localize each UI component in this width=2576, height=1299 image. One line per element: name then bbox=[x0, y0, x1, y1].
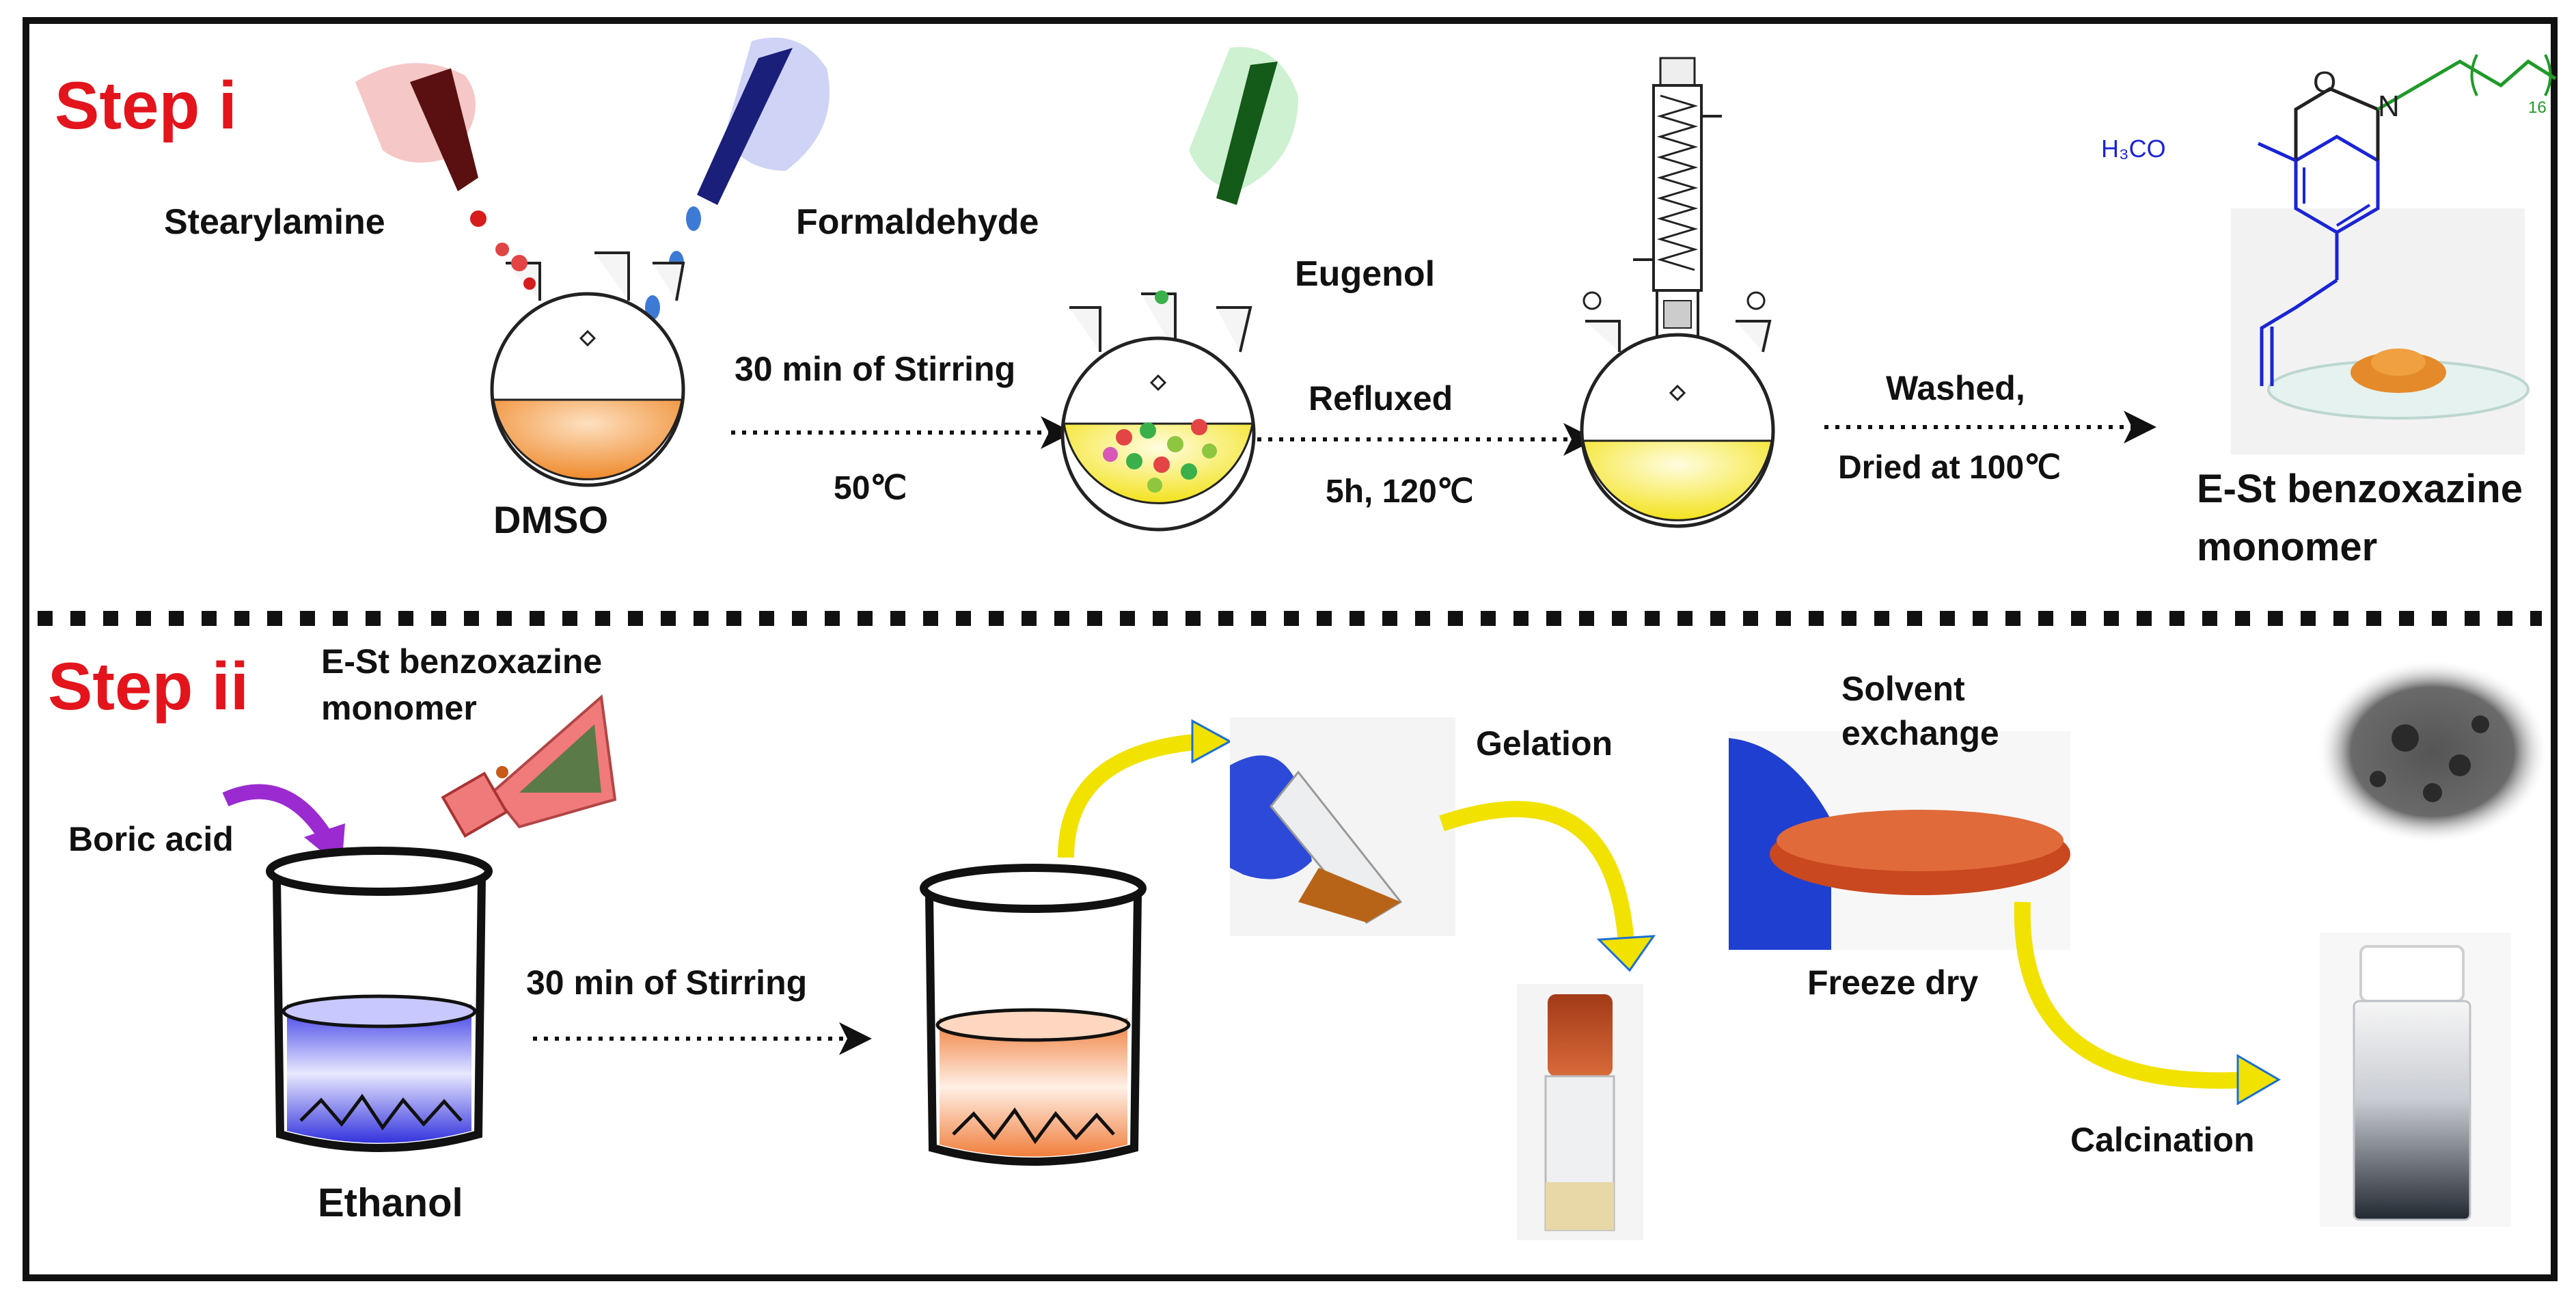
reaction-flask bbox=[1060, 290, 1256, 532]
outer-frame bbox=[23, 17, 2558, 1281]
step2-title: Step ii bbox=[48, 648, 249, 724]
step1-stirring-label: 30 min of Stirring bbox=[735, 350, 1015, 388]
stearylamine-pipette-icon bbox=[355, 63, 509, 256]
step1-reflux-label: Refluxed bbox=[1308, 379, 1453, 418]
boric-acid-label: Boric acid bbox=[68, 820, 234, 858]
dmso-flask bbox=[490, 251, 685, 487]
curved-arrow-to-gelation bbox=[1058, 733, 1203, 858]
structure-methoxy: H₃CO bbox=[2101, 135, 2166, 163]
monomer-bottle-icon bbox=[421, 694, 617, 871]
gelation-label: Gelation bbox=[1476, 724, 1613, 763]
eugenol-pipette-icon bbox=[1189, 46, 1298, 205]
monomer-bottle-label-line2: monomer bbox=[321, 689, 477, 727]
reflux-condenser-flask bbox=[1580, 57, 1775, 528]
eugenol-label: Eugenol bbox=[1295, 254, 1435, 294]
ethanol-label: Ethanol bbox=[318, 1181, 463, 1225]
curved-arrow-to-gel bbox=[1439, 801, 1634, 944]
calcination-label: Calcination bbox=[2070, 1121, 2254, 1159]
structure-repeat-subscript: 16 bbox=[2528, 98, 2547, 117]
curved-arrow-to-calcination bbox=[2014, 901, 2249, 1089]
monomer-bottle-label-line1: E-St benzoxazine bbox=[321, 642, 602, 681]
step1-wash-label: Washed, bbox=[1886, 369, 2025, 407]
formaldehyde-label: Formaldehyde bbox=[796, 202, 1039, 242]
curved-arrow-to-gelation-head bbox=[1191, 719, 1233, 764]
dmso-label: DMSO bbox=[493, 498, 608, 541]
curved-arrow-to-gel-head bbox=[1596, 935, 1656, 972]
step1-stirring-temp: 50℃ bbox=[834, 470, 907, 506]
structure-n-atom: N bbox=[2378, 90, 2400, 123]
product-label-line2: monomer bbox=[2197, 525, 2377, 569]
gelation-photo bbox=[1230, 717, 1455, 936]
boric-acid-arrow bbox=[222, 784, 335, 845]
sem-image bbox=[2316, 659, 2549, 844]
benzoxazine-structure: O N H₃CO 16 bbox=[2101, 54, 2557, 386]
monomer-powder-photo bbox=[2231, 208, 2530, 454]
solvent-exchange-label-line1: Solvent bbox=[1841, 670, 1965, 708]
step1-dry-label: Dried at 100℃ bbox=[1838, 450, 2061, 486]
ethanol-beaker bbox=[266, 847, 493, 1152]
freeze-dry-label: Freeze dry bbox=[1807, 963, 1978, 1002]
step1-reflux-conditions: 5h, 120℃ bbox=[1326, 474, 1474, 510]
solvent-exchange-label-line2: exchange bbox=[1841, 714, 1999, 752]
structure-o-atom: O bbox=[2313, 66, 2336, 99]
gel-vial-photo bbox=[1517, 984, 1643, 1240]
product-label-line1: E-St benzoxazine bbox=[2197, 467, 2523, 511]
curved-arrow-to-calcination-head bbox=[2236, 1054, 2281, 1106]
step1-title: Step i bbox=[55, 68, 237, 143]
step2-stirring-label: 30 min of Stirring bbox=[526, 963, 807, 1002]
calcined-vial-photo bbox=[2320, 933, 2511, 1227]
solvent-exchange-photo bbox=[1729, 731, 2070, 950]
orange-beaker bbox=[920, 864, 1147, 1166]
stearylamine-label: Stearylamine bbox=[164, 202, 385, 242]
formaldehyde-pipette-icon bbox=[645, 38, 830, 320]
